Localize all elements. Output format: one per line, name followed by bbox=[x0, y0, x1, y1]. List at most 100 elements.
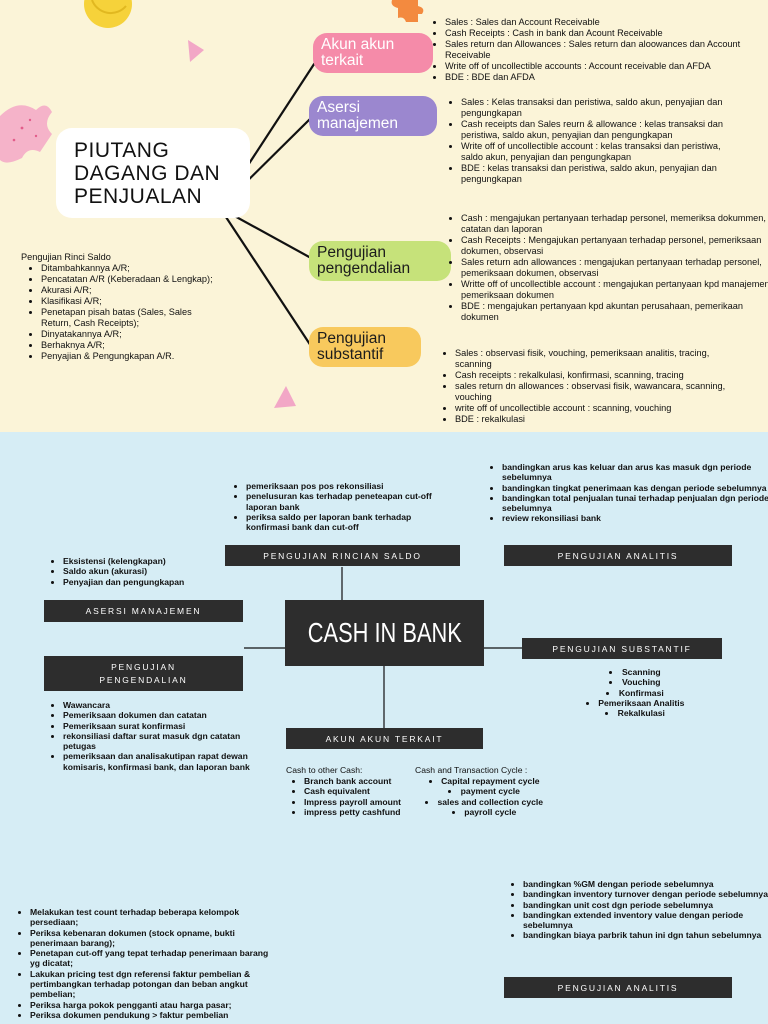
list-item: Sales : Sales dan Account Receivable bbox=[445, 17, 765, 28]
list-item: Scanning bbox=[560, 667, 710, 677]
connector-lines bbox=[244, 567, 522, 728]
node-asersi-manajemen: Asersi manajemen bbox=[309, 96, 437, 136]
list-item: Akurasi A/R; bbox=[41, 285, 219, 296]
rinci-list: Ditambahkannya A/R; Pencatatan A/R (Kebe… bbox=[25, 263, 219, 362]
list-item: review rekonsiliasi bank bbox=[502, 513, 768, 523]
title-box bbox=[56, 128, 250, 218]
bar-pengujian-analitis-2: PENGUJIAN ANALITIS bbox=[504, 977, 732, 998]
list-item: Branch bank account bbox=[304, 776, 416, 786]
pengendalian-list: Wawancara Pemeriksaan dokumen dan catata… bbox=[47, 700, 253, 772]
list-item: Penyajian & Pengungkapan A/R. bbox=[41, 351, 219, 362]
decorations bbox=[0, 0, 424, 408]
bar-pengujian-pengendalian: PENGUJIAN PENGENDALIAN bbox=[44, 656, 243, 691]
list-item: Lakukan pricing test dgn referensi faktu… bbox=[30, 969, 276, 1000]
analitis-list: bandingkan arus kas keluar dan arus kas … bbox=[486, 462, 768, 524]
list-item: BDE : rekalkulasi bbox=[455, 414, 745, 425]
list-item: rekonsiliasi daftar surat masuk dgn cata… bbox=[63, 731, 253, 752]
list-item: Sales return dan Allowances : Sales retu… bbox=[445, 39, 765, 61]
list-item: bandingkan total penjualan tunai terhada… bbox=[502, 493, 768, 514]
list-item: Periksa harga pokok pengganti atau harga… bbox=[30, 1000, 276, 1010]
list-item: Pencatatan A/R (Keberadaan & Lengkap); bbox=[41, 274, 219, 285]
list-item: Berhaknya A/R; bbox=[41, 340, 219, 351]
list-item: Penetapan cut-off yang tepat terhadap pe… bbox=[30, 948, 276, 969]
list-item: BDE : mengajukan pertanyaan kpd akuntan … bbox=[461, 301, 768, 323]
list-item: impress petty cashfund bbox=[304, 807, 416, 817]
list-item: BDE : kelas transaksi dan peristiwa, sal… bbox=[461, 163, 731, 185]
list-item: Pemeriksaan Analitis bbox=[560, 698, 710, 708]
list-item: Impress payroll amount bbox=[304, 797, 416, 807]
mindmap-piutang-section: PIUTANG DAGANG DAN PENJUALAN Akun akun t… bbox=[0, 0, 768, 432]
list-item: Penyajian dan pengungkapan bbox=[63, 577, 253, 587]
rinci-heading: Pengujian Rinci Saldo bbox=[21, 252, 111, 262]
node-pengujian-substantif: Pengujian substantif bbox=[309, 327, 421, 367]
list-item: Konfirmasi bbox=[560, 688, 710, 698]
list-item: Ditambahkannya A/R; bbox=[41, 263, 219, 274]
list-item: Cash : mengajukan pertanyaan terhadap pe… bbox=[461, 213, 768, 235]
list-item: Periksa kebenaran dokumen (stock opname,… bbox=[30, 928, 276, 949]
list-item: pemeriksaan dan analisakutipan rapat dew… bbox=[63, 751, 253, 772]
pink-triangle-decoration-2 bbox=[274, 386, 296, 408]
list-item: Cash receipts dan Sales reurn & allowanc… bbox=[461, 119, 731, 141]
akun-col2-list: Capital repayment cycle payment cycle sa… bbox=[416, 776, 552, 817]
list-item: Penetapan pisah batas (Sales, Sales Retu… bbox=[41, 307, 219, 329]
list-item: Write off of uncollectible accounts : Ac… bbox=[445, 61, 765, 72]
list-item: Pemeriksaan dokumen dan catatan bbox=[63, 710, 253, 720]
list-item: periksa saldo per laporan bank terhadap … bbox=[246, 512, 446, 533]
list-item: bandingkan tingkat penerimaan kas dengan… bbox=[502, 483, 768, 493]
rinci-saldo-list: pemeriksaan pos pos rekonsiliasi penelus… bbox=[230, 481, 446, 532]
list-item: Write off of uncollectible account : kel… bbox=[461, 141, 731, 163]
list-item: Wawancara bbox=[63, 700, 253, 710]
list-item: Klasifikasi A/R; bbox=[41, 296, 219, 307]
center-title: CASH IN BANK bbox=[307, 617, 462, 648]
list-item: sales and collection cycle bbox=[416, 797, 552, 807]
list-item: sales return dn allowances : observasi f… bbox=[455, 381, 745, 403]
pink-puzzle-decoration bbox=[0, 105, 52, 163]
yellow-coin-decoration bbox=[84, 0, 132, 28]
node-akun-akun-terkait: Akun akun terkait bbox=[313, 33, 433, 73]
list-item: Sales return adn allowances : mengajukan… bbox=[461, 257, 768, 279]
list-item: write off of uncollectible account : sca… bbox=[455, 403, 745, 414]
bar-pengujian-substantif: PENGUJIAN SUBSTANTIF bbox=[522, 638, 722, 659]
mindmap-cash-section: CASH IN BANK PENGUJIAN RINCIAN SALDO PEN… bbox=[0, 432, 768, 1024]
asersi-list: Sales : Kelas transaksi dan peristiwa, s… bbox=[445, 97, 731, 185]
list-item: Rekalkulasi bbox=[560, 708, 710, 718]
list-item: Sales : Kelas transaksi dan peristiwa, s… bbox=[461, 97, 731, 119]
list-item: Dinyatakannya A/R; bbox=[41, 329, 219, 340]
list-item: Melakukan test count terhadap beberapa k… bbox=[30, 907, 276, 928]
substantif-list: Scanning Vouching Konfirmasi Pemeriksaan… bbox=[560, 667, 710, 718]
analitis-2-list: bandingkan %GM dengan periode sebelumnya… bbox=[507, 879, 768, 941]
list-item: Cash Receipts : Cash in bank dan Acount … bbox=[445, 28, 765, 39]
list-item: Pemeriksaan surat konfirmasi bbox=[63, 721, 253, 731]
list-item: Cash equivalent bbox=[304, 786, 416, 796]
list-item: bandingkan arus kas keluar dan arus kas … bbox=[502, 462, 768, 483]
list-item: Vouching bbox=[560, 677, 710, 687]
list-item: pemeriksaan pos pos rekonsiliasi bbox=[246, 481, 446, 491]
list-item: bandingkan unit cost dgn periode sebelum… bbox=[523, 900, 768, 910]
pink-triangle-decoration bbox=[188, 40, 204, 62]
page-title: PIUTANG DAGANG DAN PENJUALAN bbox=[74, 139, 221, 208]
list-item: Capital repayment cycle bbox=[416, 776, 552, 786]
list-item: Cash receipts : rekalkulasi, konfirmasi,… bbox=[455, 370, 745, 381]
list-item: bandingkan biaya parbrik tahun ini dgn t… bbox=[523, 930, 768, 940]
akun-col1-heading: Cash to other Cash: bbox=[286, 765, 363, 775]
list-item: Eksistensi (kelengkapan) bbox=[63, 556, 253, 566]
node-pengujian-pengendalian: Pengujian pengendalian bbox=[309, 241, 451, 281]
list-item: Writte off of uncollectible account : me… bbox=[461, 279, 768, 301]
list-item: bandingkan extended inventory value deng… bbox=[523, 910, 768, 931]
list-item: Cash Receipts : Mengajukan pertanyaan te… bbox=[461, 235, 768, 257]
bar-pengujian-analitis: PENGUJIAN ANALITIS bbox=[504, 545, 732, 566]
akun-col2-heading: Cash and Transaction Cycle : bbox=[415, 765, 528, 775]
list-item: bandingkan %GM dengan periode sebelumnya bbox=[523, 879, 768, 889]
persediaan-list: Melakukan test count terhadap beberapa k… bbox=[14, 907, 276, 1020]
pengendalian-list: Cash : mengajukan pertanyaan terhadap pe… bbox=[445, 213, 768, 323]
list-item: Sales : observasi fisik, vouching, pemer… bbox=[455, 348, 745, 370]
bar-asersi-manajemen: ASERSI MANAJEMEN bbox=[44, 600, 243, 622]
bar-pengujian-rincian-saldo: PENGUJIAN RINCIAN SALDO bbox=[225, 545, 460, 566]
bar-akun-akun-terkait: AKUN AKUN TERKAIT bbox=[286, 728, 483, 749]
akun-list: Sales : Sales dan Account Receivable Cas… bbox=[429, 17, 765, 83]
list-item: Saldo akun (akurasi) bbox=[63, 566, 253, 576]
substantif-list: Sales : observasi fisik, vouching, pemer… bbox=[439, 348, 745, 425]
akun-col1-list: Branch bank account Cash equivalent Impr… bbox=[288, 776, 416, 817]
list-item: payroll cycle bbox=[416, 807, 552, 817]
list-item: penelusuran kas terhadap peneteapan cut-… bbox=[246, 491, 446, 512]
